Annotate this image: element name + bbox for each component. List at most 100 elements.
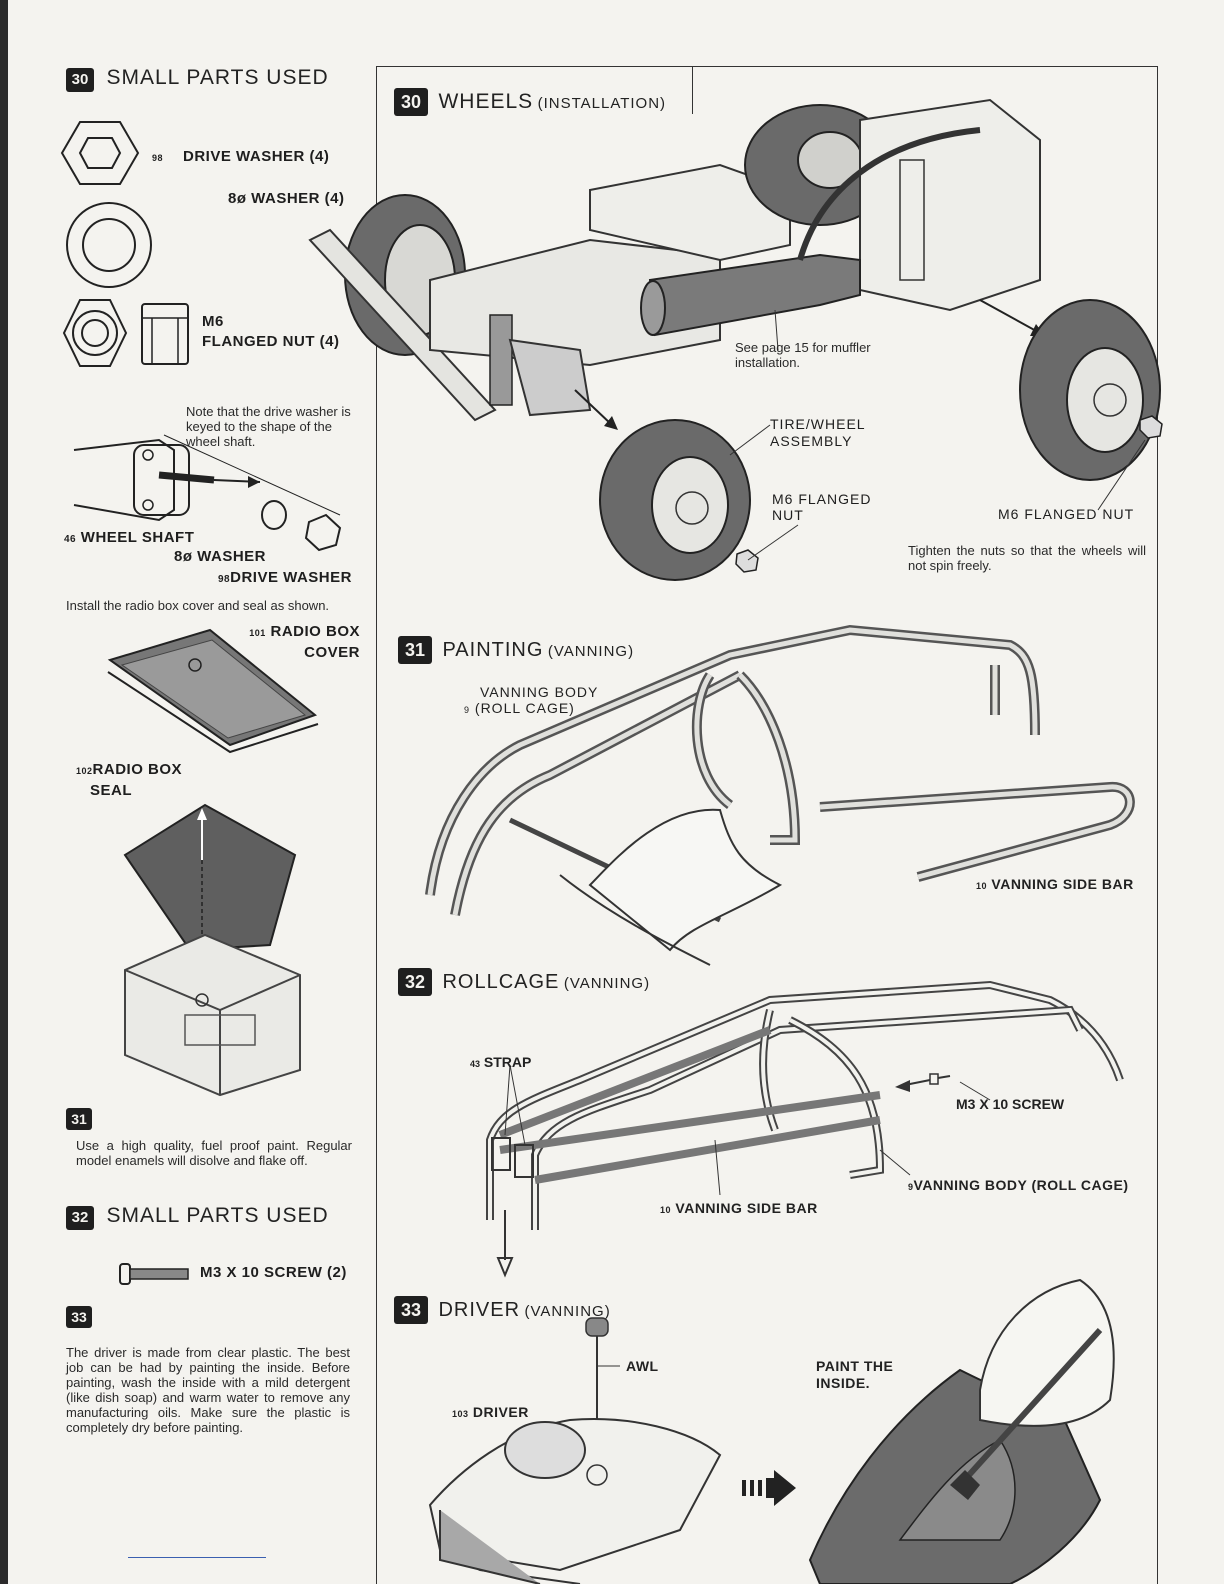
washer-part-label: 8ø WASHER (4) [228,190,345,207]
part-label: WHEEL SHAFT [80,529,195,546]
strap-label: 43 STRAP [470,1054,531,1070]
step-badge: 32 [66,1206,94,1230]
step-33-header: 33 DRIVER (VANNING) [394,1296,611,1324]
hex-drive-washer-icon [60,121,140,185]
step-30-header: 30 WHEELS (INSTALLATION) [394,88,666,116]
vanning-side-bar-label-31: 10 VANNING SIDE BAR [976,876,1134,892]
part-number: 103 [452,1409,469,1419]
title-divider [692,66,693,114]
wheel-shaft-diagram [73,434,342,552]
step-title: PAINTING [442,639,544,661]
step-badge: 31 [398,636,432,664]
tighten-note: Tighten the nuts so that the wheels will… [908,543,1146,573]
label-line: RADIO BOX [270,623,360,640]
frame-left-border [376,66,377,1584]
label-line: INSIDE. [816,1375,871,1391]
label-line: NUT [772,507,804,523]
label-line: SEAL [90,782,133,799]
roll-cage-painting-diagram [425,624,1135,966]
step-badge: 32 [398,968,432,996]
section-33-header: 33 [66,1306,92,1328]
roll-cage-assembly-diagram [486,980,1124,1278]
label-line: RADIO BOX [92,761,183,778]
step-subtitle: (VANNING) [547,643,635,660]
radio-box-note: Install the radio box cover and seal as … [66,598,330,613]
vanning-side-bar-label-32: 10 VANNING SIDE BAR [660,1200,818,1216]
vanning-body-roll-cage-label: 9VANNING BODY (ROLL CAGE) [908,1177,1129,1193]
frame-right-border [1157,66,1158,1584]
step-badge: 33 [66,1306,92,1328]
step-subtitle: (VANNING) [563,975,651,992]
radio-box-seal-label: 102RADIO BOX SEAL [76,760,182,800]
step-badge: 33 [394,1296,428,1324]
label-line: ASSEMBLY [770,433,853,449]
tire-wheel-assembly-label: TIRE/WHEEL ASSEMBLY [770,416,866,450]
step-badge: 30 [394,88,428,116]
section-30-small-parts-header: 30 SMALL PARTS USED [66,66,329,92]
m6-flanged-nut-label: M6 FLANGED NUT [772,491,871,523]
label-line: M6 FLANGED [772,491,872,507]
label-line: TIRE/WHEEL [770,416,866,432]
muffler-note: See page 15 for muffler installation. [735,340,871,370]
part-label: VANNING BODY (ROLL CAGE) [913,1177,1129,1193]
step-31-header: 31 PAINTING (VANNING) [398,636,634,664]
shaft-note: Note that the drive washer is keyed to t… [186,404,351,449]
footer-rule [128,1557,266,1558]
part-label: DRIVE WASHER [230,569,352,586]
chassis-wheel-installation-diagram [308,98,1163,581]
vanning-body-label: VANNING BODY 9 (ROLL CAGE) [464,684,599,718]
step-subtitle: (VANNING) [524,1303,611,1320]
part-label: DRIVER [472,1404,529,1420]
label-line: COVER [304,644,360,661]
part-number: 102 [76,766,93,776]
label-line: M6 [202,313,224,330]
step-title: ROLLCAGE [442,971,560,993]
radio-box-cover-label: 101 RADIO BOX COVER [232,622,360,662]
flanged-nut-icon [62,299,189,367]
awl-label: AWL [626,1358,659,1374]
label-line: (ROLL CAGE) [474,700,575,716]
part-number: 10 [660,1205,672,1215]
part-number: 98 [218,574,231,585]
m3-screw-label: M3 X 10 SCREW [956,1096,1065,1112]
section-32-small-parts-header: 32 SMALL PARTS USED [66,1204,329,1230]
step-title: DRIVER [438,1299,521,1321]
label-line: FLANGED NUT (4) [202,333,340,350]
radio-box-cover-diagram [107,628,319,754]
paint-inside-label: PAINT THE INSIDE. [816,1358,893,1392]
part-number: 101 [249,628,266,638]
part-number: 10 [976,881,988,891]
part-number: 9 [908,1182,914,1192]
shaft-drive-washer-label: 98DRIVE WASHER [218,569,352,586]
shaft-washer-label: 8ø WASHER [174,548,267,565]
frame-top-border [376,66,1158,67]
flat-washer-icon [66,202,152,288]
part-label: DRIVE WASHER (4) [183,148,330,165]
section-31-header: 31 [66,1108,92,1130]
step-badge: 31 [66,1108,92,1130]
step-32-header: 32 ROLLCAGE (VANNING) [398,968,650,996]
part-label: VANNING SIDE BAR [675,1200,818,1216]
radio-box-assembly-diagram [123,803,301,1097]
page-binding-edge [0,0,8,1584]
section-title: SMALL PARTS USED [106,66,329,89]
step-badge: 30 [66,68,94,92]
part-number: 46 [64,534,77,545]
flanged-nut-part-label: M6 FLANGED NUT (4) [202,312,340,352]
step-subtitle: (INSTALLATION) [537,95,667,112]
screw-icon [119,1263,189,1285]
m6-flanged-nut-right-label: M6 FLANGED NUT [998,506,1135,522]
driver-label: 103 DRIVER [452,1404,529,1420]
driver-note: The driver is made from clear plastic. T… [66,1345,350,1435]
driver-painting-diagram [428,1278,1115,1584]
paint-note: Use a high quality, fuel proof paint. Re… [76,1138,352,1168]
screw-part-label: M3 X 10 SCREW (2) [200,1264,347,1281]
label-line: VANNING BODY [480,684,599,700]
part-label: STRAP [483,1054,532,1070]
step-title: WHEELS [438,90,534,113]
wheel-shaft-label: 46 WHEEL SHAFT [64,529,194,546]
section-title: SMALL PARTS USED [106,1204,329,1227]
part-number: 43 [470,1059,481,1069]
part-number: 9 [464,705,471,715]
